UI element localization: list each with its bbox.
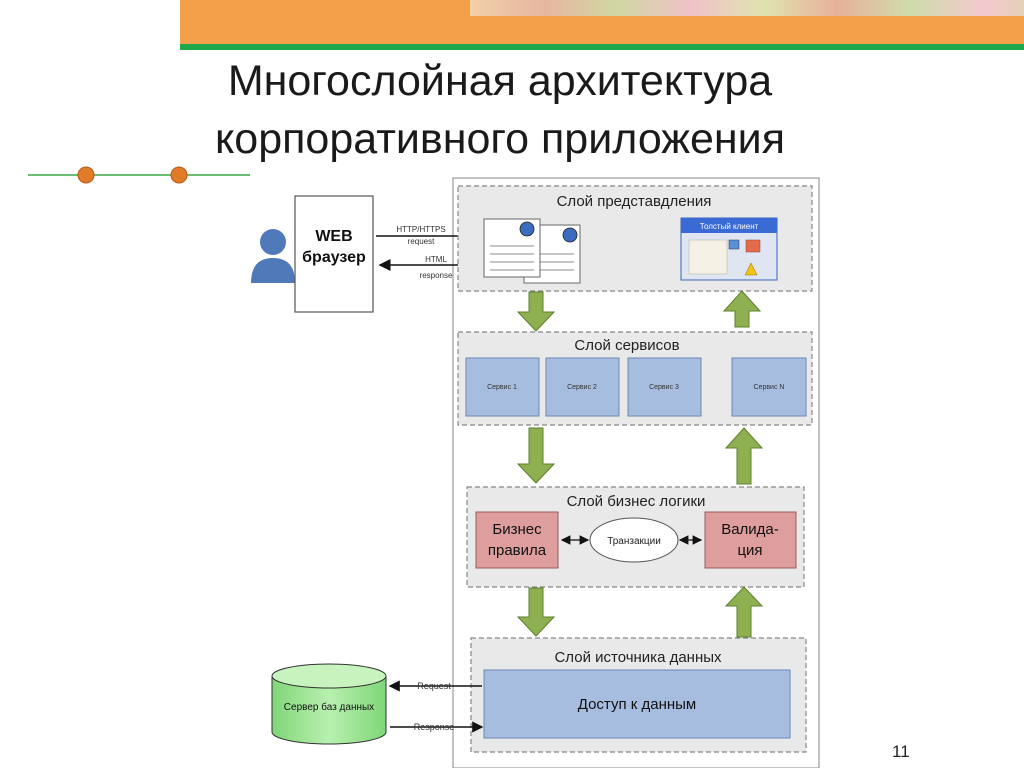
services-layer-title: Слой сервисов [574, 337, 679, 354]
browser-label-line1: WEB [315, 228, 352, 245]
service-box-n: Сервис N [731, 357, 807, 417]
http-request-label-line1: HTTP/HTTPS [396, 225, 445, 234]
db-request-label: Request [417, 681, 451, 691]
flower-banner [470, 0, 1024, 16]
transactions-label: Транзакции [607, 536, 661, 547]
transactions-ellipse: Транзакции [589, 517, 679, 563]
presentation-layer-title: Слой представдления [557, 193, 712, 210]
web-browser-box [294, 195, 374, 313]
data-access-label: Доступ к данным [578, 696, 696, 713]
slide-title-line2: корпоративного приложения [215, 115, 785, 163]
thick-client-window [680, 217, 778, 281]
top-green-line [180, 44, 1024, 50]
validation-line2: ция [737, 542, 762, 559]
thick-client-title: Толстый клиент [700, 222, 759, 231]
flow-arrow-up-1 [722, 290, 762, 328]
data-source-layer-title: Слой источника данных [554, 649, 722, 666]
service-label-3: Сервис 3 [649, 384, 679, 391]
web-pages-icon [483, 218, 581, 284]
database-server-icon [271, 663, 387, 745]
flow-arrow-down-1 [516, 291, 556, 332]
validation-box: Валида- ция [704, 511, 797, 569]
data-access-box: Доступ к данным [483, 669, 791, 739]
user-icon [251, 229, 295, 283]
service-box-2: Сервис 2 [545, 357, 620, 417]
business-layer-title: Слой бизнес логики [567, 493, 706, 510]
business-rules-line2: правила [488, 542, 547, 559]
html-response-label-line1: HTML [425, 255, 447, 264]
top-decoration-bar [180, 0, 1024, 46]
decorative-dot-line [28, 166, 250, 184]
slide-title-line1: Многослойная архитектура [227, 57, 773, 105]
db-response-label: Response [414, 722, 455, 732]
http-request-label-line2: request [408, 237, 435, 246]
service-box-3: Сервис 3 [627, 357, 702, 417]
browser-label-line2: браузер [302, 249, 366, 266]
service-box-1: Сервис 1 [465, 357, 540, 417]
service-label-1: Сервис 1 [487, 384, 517, 391]
flow-arrow-up-3 [724, 586, 764, 638]
service-label-2: Сервис 2 [567, 384, 597, 391]
slide-title: Многослойная архитектура корпоративного … [120, 52, 880, 168]
validation-line1: Валида- [721, 521, 779, 538]
business-rules-box: Бизнес правила [475, 511, 559, 569]
page-number: 11 [892, 742, 910, 761]
business-rules-line1: Бизнес [492, 521, 542, 538]
flow-arrow-down-2 [516, 427, 556, 484]
flow-arrow-down-3 [516, 587, 556, 637]
flow-arrow-up-2 [724, 427, 764, 485]
database-label: Сервер баз данных [284, 701, 374, 713]
html-response-label-line2: response [420, 271, 453, 280]
service-label-n: Сервис N [754, 384, 785, 391]
